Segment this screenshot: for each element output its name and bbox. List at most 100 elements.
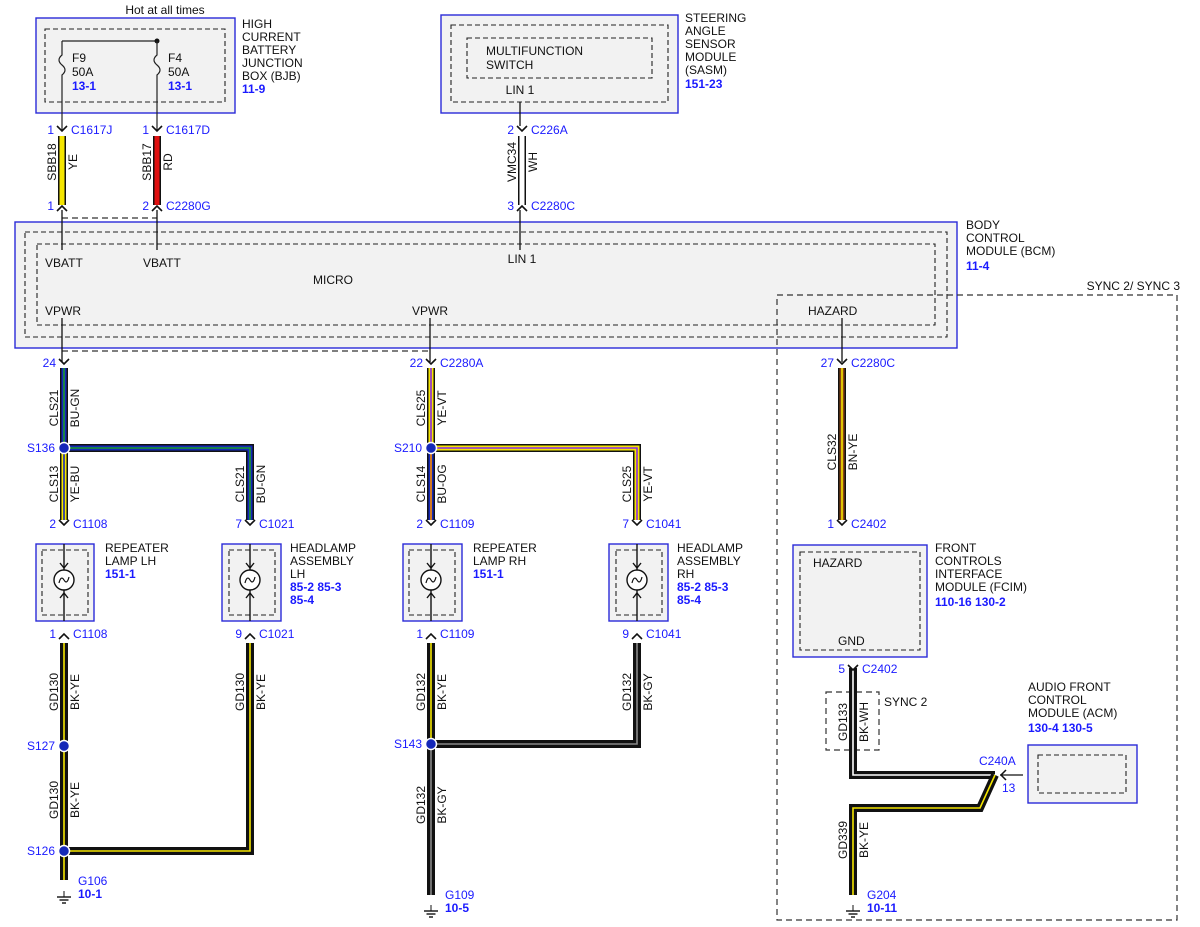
wire-color-label: BU-OG — [435, 464, 449, 503]
bcm-pin-hazard: HAZARD — [808, 304, 858, 318]
fuse-f4-ref: 13-1 — [168, 79, 192, 93]
fcim-box — [792, 544, 928, 658]
wire-circuit-label: GD130 — [233, 673, 247, 711]
sync-region — [776, 294, 1178, 921]
splice-s143-label: S143 — [394, 737, 422, 751]
lamp-repeater-lh-ref: 151-1 — [105, 567, 136, 581]
conn-c1617j-chevron — [56, 125, 68, 133]
bcm-pin-vpwr1: VPWR — [45, 304, 81, 318]
bjb-name: BOX (BJB) — [242, 69, 301, 83]
conn-lh-head-top-chevron — [244, 519, 256, 527]
conn-rh-rep-top-pin: 2 — [416, 517, 423, 531]
sasm-name: STEERING — [685, 11, 746, 25]
wire-color-label: BK-YE — [68, 782, 82, 818]
bcm-pin-vpwr2: VPWR — [412, 304, 448, 318]
bcm-pin-lin: LIN 1 — [508, 252, 537, 266]
splice-s210-dot — [424, 441, 438, 455]
wire-gd339 — [849, 773, 999, 895]
bcm-name: BODY — [966, 218, 1000, 232]
lamp-headlamp-rh-ref2: 85-4 — [677, 593, 701, 607]
wire-gd132-c-stripe — [431, 643, 638, 745]
wire-circuit-label: SBB17 — [140, 143, 154, 181]
sasm-name: (SASM) — [685, 63, 727, 77]
ground-g204-ref: 10-11 — [867, 901, 897, 915]
wire-gd133-stripe — [852, 668, 995, 776]
fcim-inner — [799, 551, 921, 651]
conn-fcim-top-pin: 1 — [827, 517, 834, 531]
lamp-repeater-rh-arrow-in — [426, 562, 436, 570]
wire-circuit-label: CLS14 — [414, 465, 428, 502]
lamp-headlamp-lh-name: ASSEMBLY — [290, 554, 354, 568]
wire-cls25-branch-outline — [431, 444, 641, 520]
fuse-f9-rating: 50A — [72, 65, 93, 79]
conn-c226a-pin: 2 — [507, 123, 514, 137]
splice-s126-dot — [57, 844, 71, 858]
lamp-headlamp-rh-name: HEADLAMP — [677, 541, 743, 555]
fcim-name: MODULE (FCIM) — [935, 580, 1027, 594]
lamp-repeater-rh-arrow-out — [426, 591, 436, 599]
conn-lh-rep-top-pin: 2 — [49, 517, 56, 531]
wire-circuit-label: GD133 — [836, 703, 850, 741]
lamp-repeater-rh-name: REPEATER — [473, 541, 537, 555]
wire-gd132-c — [431, 643, 641, 748]
conn-rh-rep-bot-pin: 1 — [416, 627, 423, 641]
wire-color-label: BK-GY — [435, 786, 449, 823]
ground-g109-name: G109 — [445, 888, 475, 902]
wire-circuit-label: GD339 — [836, 821, 850, 859]
conn-bcm-out27-id: C2280C — [851, 356, 895, 370]
wire-cls21-branch-stripe — [64, 447, 251, 520]
fcim-name: INTERFACE — [935, 567, 1002, 581]
fcim-pin-gnd: GND — [838, 634, 865, 648]
conn-c1617d-pin: 1 — [142, 123, 149, 137]
conn-rh-head-bot-chevron — [631, 632, 643, 640]
fuse-f9-name: F9 — [72, 51, 86, 65]
wire-circuit-label: CLS21 — [47, 389, 61, 426]
wire-circuit-label: CLS32 — [825, 433, 839, 470]
bcm-pin-vbatt1: VBATT — [45, 256, 83, 270]
bjb-box — [35, 17, 236, 114]
conn-fcim-top-id: C2402 — [851, 517, 887, 531]
bcm-name: MODULE (BCM) — [966, 244, 1055, 258]
wire-color-label: WH — [526, 152, 540, 172]
sasm-pin-label: LIN 1 — [506, 83, 535, 97]
lamp-repeater-rh-filament — [425, 576, 437, 584]
lamp-repeater-lh-name: REPEATER — [105, 541, 169, 555]
ground-g109-ref: 10-5 — [445, 901, 469, 915]
lamp-headlamp-lh-outer — [221, 543, 282, 622]
wire-color-label: RD — [161, 153, 175, 171]
acm-connector-id: C240A — [979, 754, 1016, 768]
conn-c1617j-id: C1617J — [71, 123, 112, 137]
conn-lh-rep-bot-id: C1108 — [73, 627, 108, 641]
wire-gd130-c — [64, 643, 254, 855]
lamp-headlamp-lh-filament — [244, 576, 256, 584]
wire-color-label: BU-GN — [68, 389, 82, 428]
fcim-ref: 110-16 130-2 — [935, 595, 1006, 609]
lamp-headlamp-lh-arrow-in — [245, 562, 255, 570]
wire-color-label: YE-BU — [68, 466, 82, 503]
wire-gd130-c-outline — [64, 643, 254, 855]
wire-gd132-c-core — [431, 643, 640, 747]
fuse-f4-rating: 50A — [168, 65, 189, 79]
conn-c1617d-chevron — [151, 125, 163, 133]
wire-cls25-branch-core — [431, 445, 640, 520]
lamp-headlamp-lh-ref2: 85-4 — [290, 593, 314, 607]
conn-c1617j-pin: 1 — [47, 123, 54, 137]
lamp-headlamp-rh-arrow-out — [632, 591, 642, 599]
bcm-micro-label: MICRO — [313, 273, 353, 287]
wire-gd339-outline — [849, 773, 999, 895]
lamp-headlamp-rh-name: RH — [677, 567, 694, 581]
lamp-headlamp-lh-name: LH — [290, 567, 305, 581]
wire-color-label: BN-YE — [846, 434, 860, 471]
conn-rh-rep-top-chevron — [425, 519, 437, 527]
conn-bcm-in1-pin: 1 — [47, 199, 54, 213]
wire-color-label: YE-VT — [435, 390, 449, 426]
conn-rh-rep-bot-chevron — [425, 632, 437, 640]
conn-rh-rep-bot-id: C1109 — [440, 627, 475, 641]
conn-lh-head-top-id: C1021 — [259, 517, 295, 531]
conn-c1617d-id: C1617D — [166, 123, 210, 137]
bcm-micro-box — [36, 243, 936, 326]
wire-color-label: BK-WH — [857, 702, 871, 742]
splice-s136-label: S136 — [27, 441, 55, 455]
multifunction-switch-label: MULTIFUNCTION — [486, 44, 583, 58]
